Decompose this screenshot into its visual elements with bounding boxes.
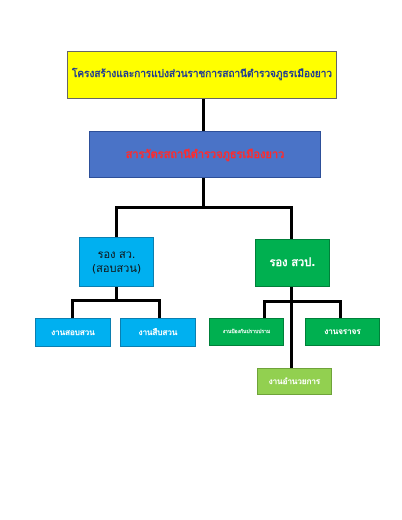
connector-to-deputy-suppression xyxy=(290,206,293,239)
connector-deputy-suppression-down xyxy=(290,287,293,368)
unit-investigation-box: งานสอบสวน xyxy=(35,318,111,347)
connector-investigation-units-horizontal xyxy=(71,299,161,302)
connector-to-unit-traffic xyxy=(339,300,342,318)
unit-inquiry-box: งานสืบสวน xyxy=(120,318,196,347)
deputy-investigation-label: รอง สว. (สอบสวน) xyxy=(92,248,141,276)
deputy-investigation-line1: รอง สว. xyxy=(97,248,136,262)
connector-deputy-investigation-down xyxy=(115,287,118,301)
unit-prevention-label: งานป้องกันปราบปราม xyxy=(222,328,271,335)
commander-box: สารวัตรสถานีตำรวจภูธรเมืองยาว xyxy=(89,131,321,178)
commander-label: สารวัตรสถานีตำรวจภูธรเมืองยาว xyxy=(125,147,285,161)
unit-administration-box: งานอำนวยการ xyxy=(257,368,332,395)
connector-to-unit-investigation xyxy=(71,299,74,318)
unit-inquiry-label: งานสืบสวน xyxy=(138,327,178,337)
unit-traffic-box: งานจราจร xyxy=(305,318,380,346)
deputy-suppression-label: รอง สวป. xyxy=(269,256,316,270)
connector-deputies-horizontal xyxy=(115,206,293,209)
org-title: โครงสร้างและการแบ่งส่วนราชการสถานีตำรวจภ… xyxy=(72,68,332,80)
org-title-box: โครงสร้างและการแบ่งส่วนราชการสถานีตำรวจภ… xyxy=(67,51,337,99)
deputy-investigation-line2: (สอบสวน) xyxy=(91,262,142,275)
unit-investigation-label: งานสอบสวน xyxy=(51,327,95,337)
unit-traffic-label: งานจราจร xyxy=(324,327,361,336)
connector-to-deputy-investigation xyxy=(115,206,118,237)
connector-to-unit-inquiry xyxy=(158,299,161,318)
connector-title-commander xyxy=(202,99,205,131)
connector-commander-split xyxy=(202,178,205,208)
deputy-suppression-box: รอง สวป. xyxy=(255,239,330,287)
unit-prevention-box: งานป้องกันปราบปราม xyxy=(209,318,284,346)
unit-administration-label: งานอำนวยการ xyxy=(268,376,321,386)
connector-suppression-units-horizontal xyxy=(263,300,342,303)
deputy-investigation-box: รอง สว. (สอบสวน) xyxy=(79,237,154,287)
connector-to-unit-prevention xyxy=(263,300,266,318)
